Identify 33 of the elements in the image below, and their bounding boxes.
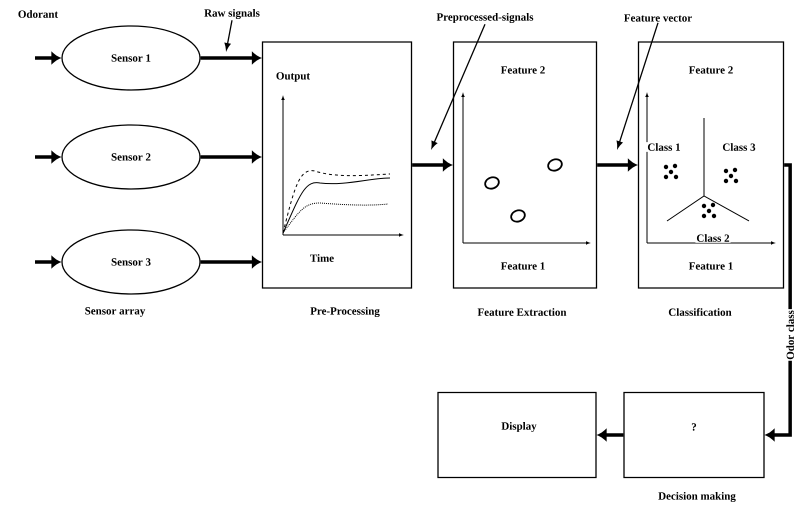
- arrow: [597, 160, 636, 170]
- stage-caption: Decision making: [658, 492, 736, 502]
- stage-caption: Feature Extraction: [478, 308, 566, 316]
- leader-line: [616, 22, 659, 148]
- arrow: [35, 256, 60, 268]
- box-label: ?: [690, 422, 698, 432]
- group-caption: Sensor array: [85, 307, 146, 317]
- leader-line: [224, 20, 233, 50]
- arrow: [35, 152, 60, 162]
- axis-label: Output: [274, 71, 312, 83]
- stage-caption: Pre-Processing: [310, 306, 380, 317]
- class-label: Class 1: [646, 142, 682, 152]
- arrow: [35, 52, 60, 64]
- axis-label: Feature 2: [500, 65, 546, 75]
- arrow: [200, 152, 260, 162]
- callout-text: Feature vector: [624, 14, 692, 22]
- axis-label: Feature 1: [688, 261, 734, 271]
- axis-label: Feature 2: [688, 65, 734, 75]
- arrow: [412, 160, 452, 170]
- leader-line: [431, 24, 486, 148]
- callout-text: Raw signals: [204, 9, 260, 19]
- callout-text: Preprocessed-signals: [436, 13, 534, 23]
- axis-label: Feature 1: [500, 261, 546, 271]
- arrow: [598, 430, 624, 440]
- class-label: Class 3: [721, 142, 757, 152]
- arrow: [200, 52, 260, 64]
- box-label: Display: [500, 421, 538, 433]
- edge-label: Odor class: [786, 310, 794, 360]
- class-label: Class 2: [695, 233, 731, 243]
- axis-label: Time: [308, 253, 336, 263]
- arrow: [200, 256, 260, 268]
- stage-caption: Classification: [668, 308, 732, 316]
- top-label: Odorant: [18, 10, 58, 18]
